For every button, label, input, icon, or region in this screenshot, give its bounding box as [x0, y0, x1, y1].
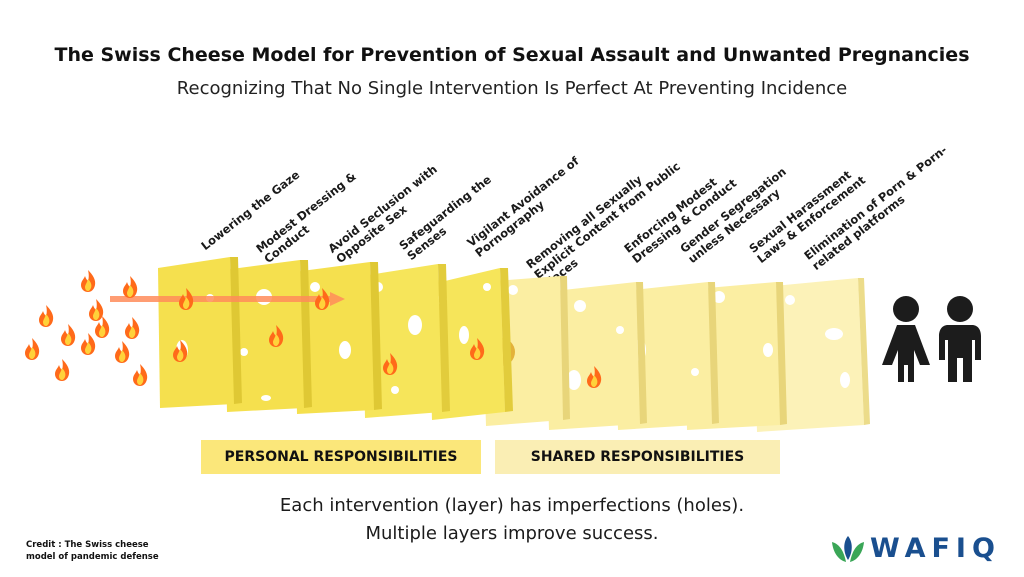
fire-icon [25, 338, 40, 360]
cheese-hole [483, 283, 491, 291]
cheese-hole [691, 368, 699, 376]
cheese-hole [763, 343, 773, 357]
leaf-logo-icon [832, 536, 864, 562]
cheese-hole [310, 282, 320, 292]
cheese-hole [616, 326, 624, 334]
page-subtitle: Recognizing That No Single Intervention … [176, 78, 848, 99]
fire-icon [133, 364, 148, 386]
cheese-hole [240, 348, 248, 356]
swiss-cheese-diagram [25, 257, 981, 432]
logo-wordmark: WAFIQ [870, 533, 1001, 564]
cheese-hole [840, 372, 850, 388]
wafiq-logo: WAFIQ [828, 530, 1008, 570]
personal-responsibilities-band: PERSONAL RESPONSIBILITIES [201, 440, 481, 474]
cheese-hole [261, 395, 271, 401]
cheese-hole [339, 341, 351, 359]
cheese-hole [785, 295, 795, 305]
shared-responsibilities-band: SHARED RESPONSIBILITIES [495, 440, 780, 474]
fire-icon [39, 305, 54, 327]
caption-line-1: Each intervention (layer) has imperfecti… [279, 495, 745, 516]
fire-icon [55, 359, 70, 381]
man-icon [939, 296, 981, 382]
cheese-hole [508, 285, 518, 295]
fire-icon [115, 341, 130, 363]
cheese-hole [825, 328, 843, 340]
cheese-hole [408, 315, 422, 335]
fire-icon [61, 324, 76, 346]
fire-icon [81, 270, 96, 292]
threat-arrow [110, 292, 345, 306]
layer-slice-1 [158, 257, 242, 408]
fire-icon [125, 317, 140, 339]
cheese-hole [713, 291, 725, 303]
fire-icon [89, 299, 104, 321]
fire-icon [123, 276, 138, 298]
page-title: The Swiss Cheese Model for Prevention of… [54, 44, 970, 66]
woman-icon [882, 296, 930, 382]
credit-text: Credit : The Swiss cheese model of pande… [26, 540, 159, 562]
layer-slice-4 [362, 264, 450, 418]
cheese-hole [567, 370, 581, 390]
cheese-hole [574, 300, 586, 312]
cheese-hole [391, 386, 399, 394]
cheese-hole [459, 326, 469, 344]
fire-icon [81, 333, 96, 355]
caption-line-2: Multiple layers improve success. [365, 523, 659, 544]
